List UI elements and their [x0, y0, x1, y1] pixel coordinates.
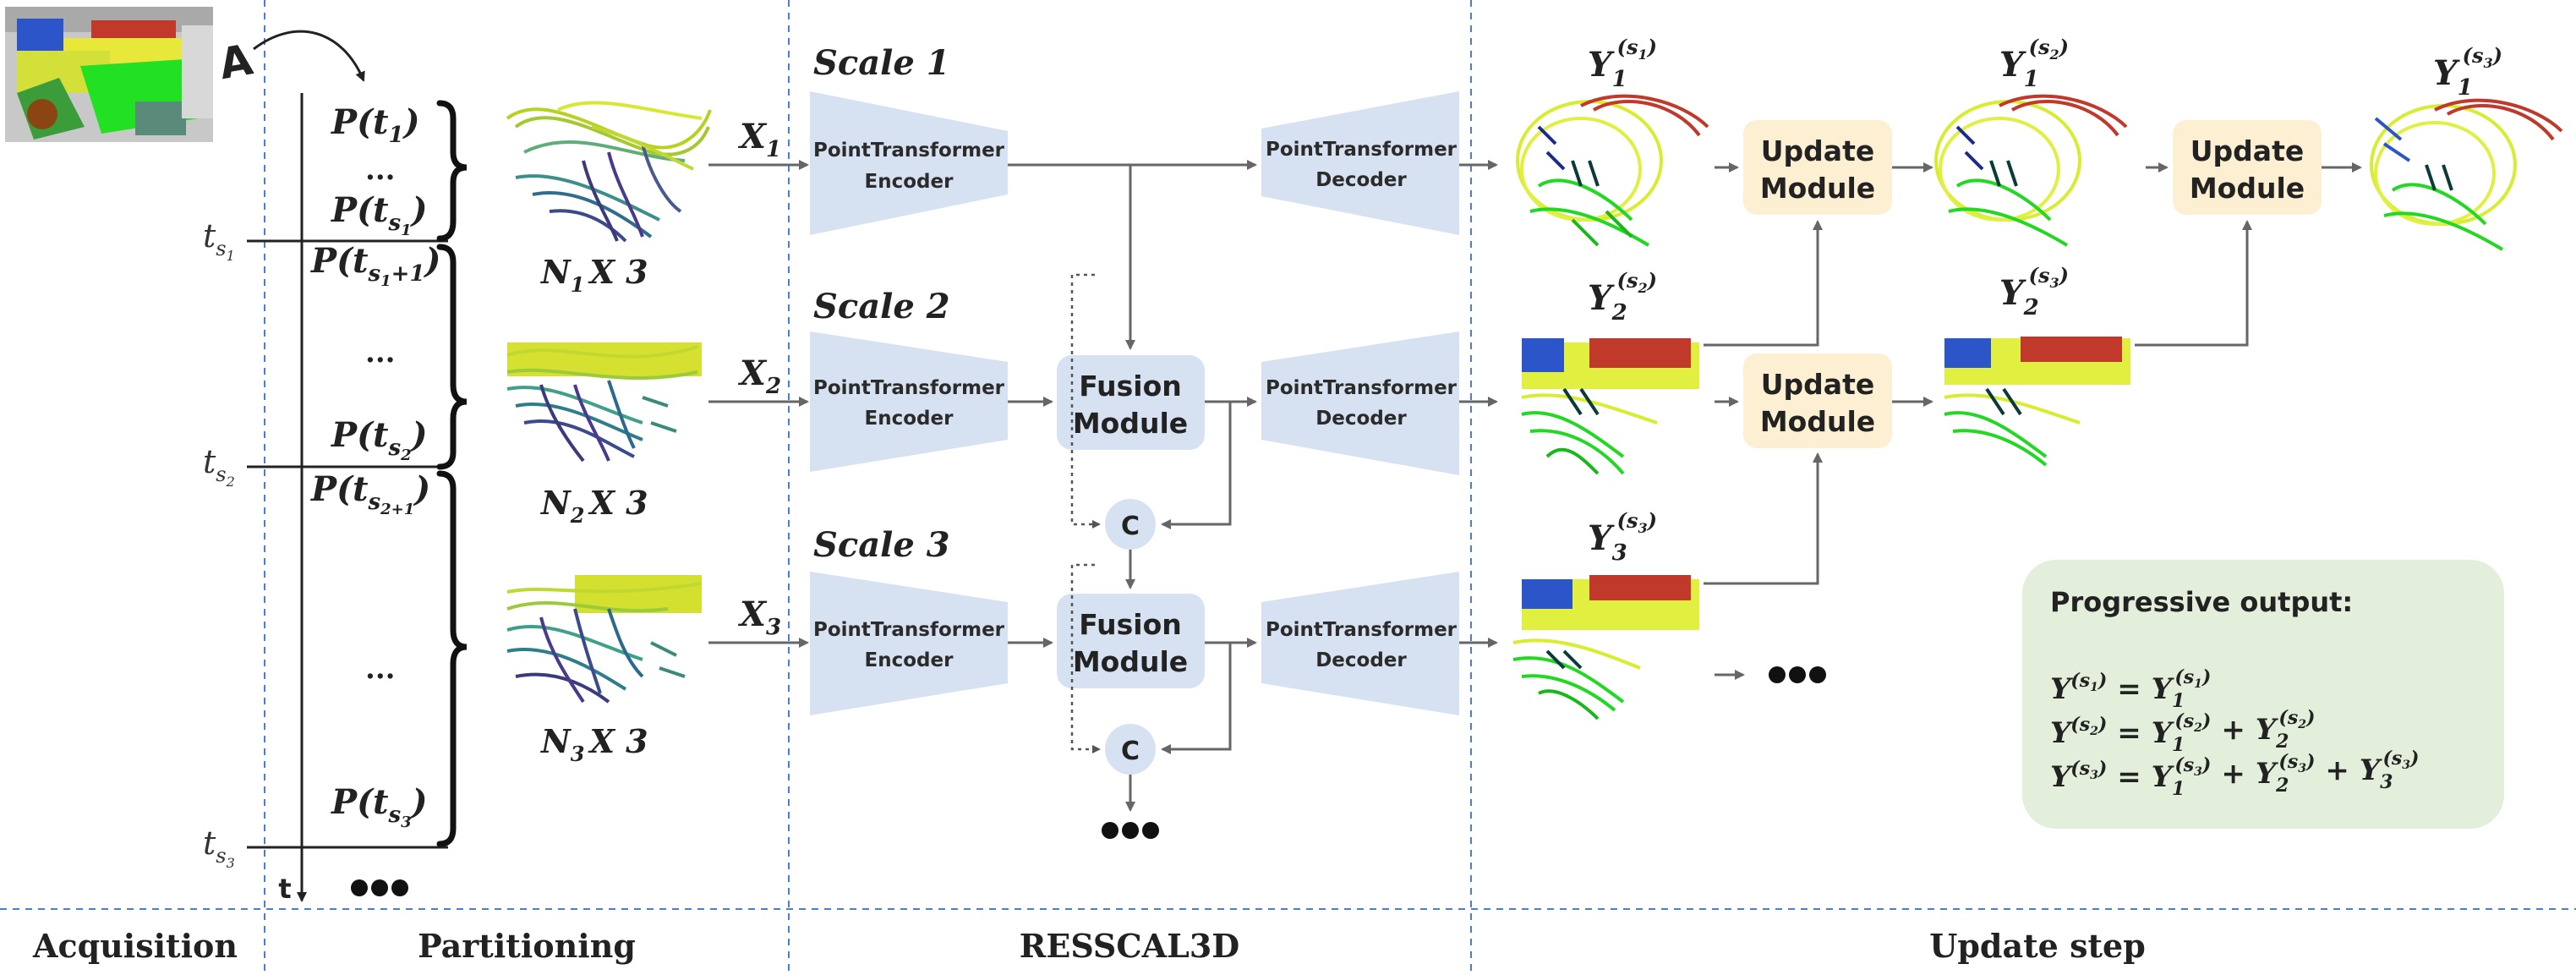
svg-text:Decoder: Decoder	[1315, 649, 1407, 671]
x2-label: X2	[737, 353, 781, 399]
concat-2: C	[1105, 724, 1156, 775]
ellipsis-3: ...	[365, 652, 396, 686]
svg-text:C: C	[1121, 512, 1140, 541]
update-ellipsis-dots	[1769, 666, 1826, 683]
update-module-2: Update Module	[1743, 353, 1892, 448]
output-y2-s3	[1944, 337, 2130, 467]
update-arrows	[1704, 162, 2362, 680]
x3-label: X3	[737, 594, 781, 640]
svg-text:Fusion: Fusion	[1079, 608, 1182, 641]
label-p-ts3: P(ts3)	[331, 782, 428, 831]
y1-s2-label: Y1(s2)	[1999, 35, 2069, 92]
resscal-arrows	[1008, 160, 1257, 812]
label-t-s2: ts2	[203, 443, 235, 490]
label-p-t1: P(t1)	[331, 102, 420, 148]
fusion-module-2: Fusion Module	[1057, 355, 1205, 450]
svg-text:Module: Module	[2190, 172, 2305, 205]
update-module-3: Update Module	[2173, 120, 2322, 215]
label-p-ts2: P(ts2)	[331, 415, 428, 464]
svg-text:Fusion: Fusion	[1079, 370, 1182, 403]
scale-3-title: Scale 3	[813, 525, 950, 565]
label-t-s3: ts3	[203, 824, 235, 871]
y1-s3-label: Y1(s3)	[2433, 43, 2502, 101]
brace-1	[436, 100, 468, 242]
progressive-eq-3: Y(s3)=Y1(s3)+Y2(s3)+Y3(s3)	[2050, 748, 2419, 800]
svg-text:Decoder: Decoder	[1315, 169, 1407, 191]
label-t-s1: ts1	[203, 217, 235, 264]
section-label-update-step: Update step	[1929, 927, 2146, 965]
acquisition-ellipsis-dots	[351, 879, 408, 896]
svg-text:Update: Update	[1761, 134, 1874, 167]
output-y1-s1	[1516, 94, 1709, 247]
section-label-resscal3d: RESSCAL3D	[1020, 927, 1239, 965]
brace-2	[436, 244, 468, 470]
output-y1-s2	[1934, 94, 2128, 247]
fusion-module-3: Fusion Module	[1057, 594, 1205, 688]
concat-1: C	[1105, 499, 1156, 550]
time-axis-label: t	[278, 873, 291, 905]
scene-image	[5, 7, 213, 142]
output-y3-s3	[1512, 575, 1699, 720]
y3-s3-label: Y3(s3)	[1588, 508, 1657, 566]
scale-2-title: Scale 2	[813, 287, 950, 326]
svg-text:PointTransformer: PointTransformer	[1266, 139, 1458, 161]
encoder-3: PointTransformer Encoder	[810, 572, 1008, 715]
progressive-title: Progressive output:	[2050, 586, 2353, 618]
acquisition-arrow	[253, 30, 365, 82]
output-y1-s3	[2370, 98, 2563, 251]
svg-text:Encoder: Encoder	[865, 408, 954, 430]
y1-s1-label: Y1(s1)	[1588, 35, 1657, 92]
svg-text:PointTransformer: PointTransformer	[813, 140, 1005, 162]
ellipsis-1: ...	[365, 153, 396, 187]
svg-text:Module: Module	[1760, 405, 1875, 438]
svg-text:Module: Module	[1073, 645, 1188, 678]
svg-text:PointTransformer: PointTransformer	[1266, 619, 1458, 641]
svg-text:C: C	[1121, 737, 1140, 766]
decoder-3: PointTransformer Decoder	[1261, 572, 1459, 715]
svg-text:Module: Module	[1760, 172, 1875, 205]
svg-text:PointTransformer: PointTransformer	[1266, 377, 1458, 399]
scale-1-title: Scale 1	[813, 43, 950, 83]
resscal-ellipsis-dots	[1102, 822, 1159, 839]
svg-text:Update: Update	[1761, 368, 1874, 401]
output-y2-s2	[1521, 338, 1699, 475]
update-module-1: Update Module	[1743, 120, 1892, 215]
sensor-letter: A	[216, 35, 256, 89]
svg-text:PointTransformer: PointTransformer	[813, 377, 1005, 399]
encoder-2: PointTransformer Encoder	[810, 331, 1008, 472]
progressive-eq-2: Y(s2)=Y1(s2)+Y2(s2)	[2050, 707, 2315, 756]
section-label-acquisition: Acquisition	[32, 927, 238, 965]
encoder-1: PointTransformer Encoder	[810, 91, 1008, 235]
svg-text:Decoder: Decoder	[1315, 408, 1407, 430]
x1-label: X1	[737, 117, 781, 162]
label-p-ts1: P(ts1)	[331, 190, 428, 239]
label-p-ts1-1: P(ts1+1)	[310, 241, 440, 290]
point-cloud-1	[506, 101, 712, 243]
brace-3	[436, 470, 468, 847]
point-cloud-2	[506, 342, 702, 463]
svg-text:Update: Update	[2190, 134, 2304, 167]
svg-text:Module: Module	[1073, 407, 1188, 440]
decoder-1: PointTransformer Decoder	[1261, 91, 1459, 235]
progressive-output-box: Progressive output: Y(s1)=Y1(s1) Y(s2)=Y…	[2022, 560, 2504, 829]
y2-s3-label: Y2(s3)	[1999, 263, 2069, 320]
label-p-ts2-1: P(ts2+1)	[310, 469, 430, 518]
svg-text:Encoder: Encoder	[865, 649, 954, 671]
section-label-partitioning: Partitioning	[418, 927, 636, 965]
y2-s2-label: Y2(s2)	[1588, 268, 1657, 326]
svg-text:PointTransformer: PointTransformer	[813, 619, 1005, 641]
progressive-eq-1: Y(s1)=Y1(s1)	[2050, 666, 2211, 712]
point-cloud-3	[506, 575, 703, 704]
decoder-2: PointTransformer Decoder	[1261, 331, 1459, 475]
ellipsis-2: ...	[365, 336, 396, 370]
svg-text:Encoder: Encoder	[865, 171, 954, 193]
